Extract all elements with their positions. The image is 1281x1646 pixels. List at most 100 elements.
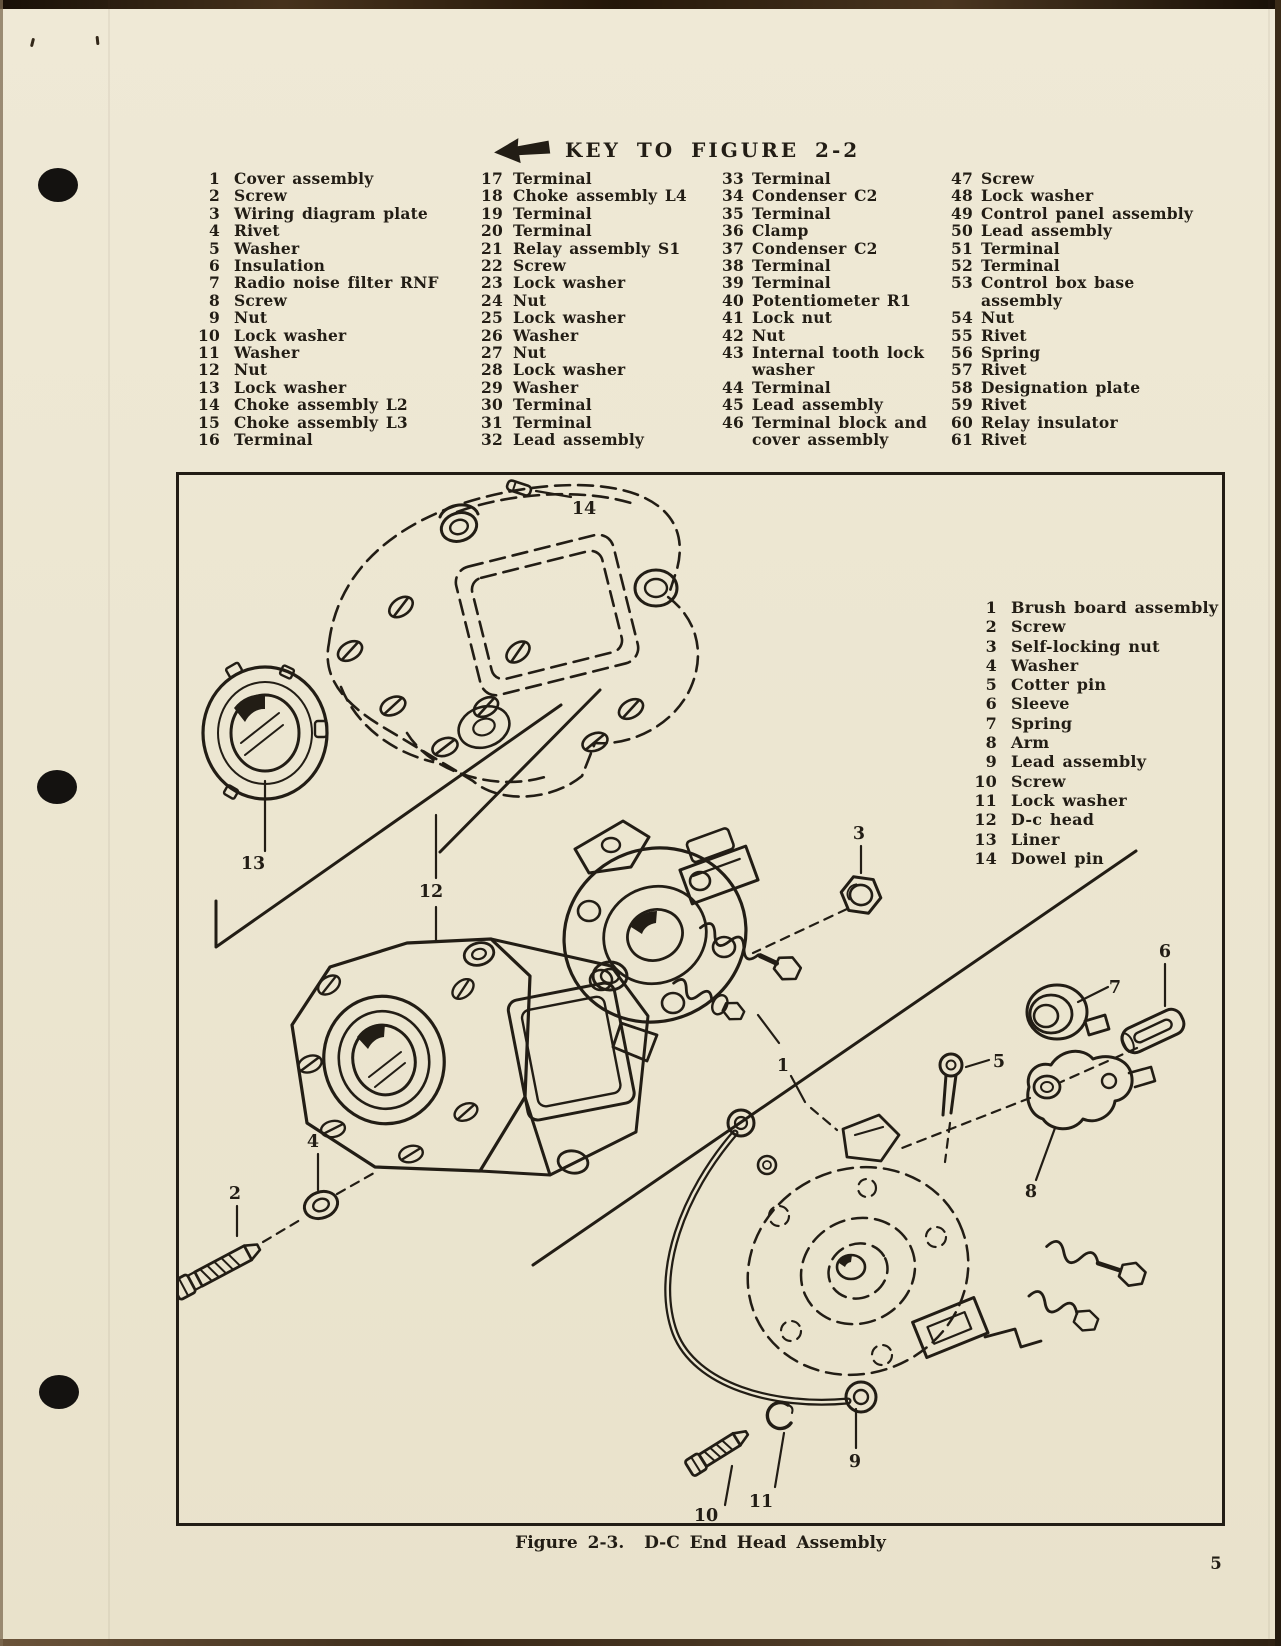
sleeve-drawing: [1120, 1007, 1186, 1055]
brush-board-drawing: [562, 819, 803, 1063]
key-item-number: 45: [722, 395, 744, 415]
key-item-number: 40: [722, 290, 744, 310]
key-item: 48 Lock washer: [920, 186, 1193, 206]
ink-mark: [95, 35, 100, 46]
key-item: 60 Relay insulator: [920, 412, 1193, 432]
figure-key-item-number: 8: [985, 733, 997, 753]
key-item-number: 49: [951, 203, 973, 223]
key-item-label-line: Screw: [981, 169, 1035, 188]
construction-lines: [214, 688, 1138, 1267]
key-item-number: 50: [951, 221, 973, 241]
key-item-number: 41: [722, 308, 744, 328]
key-item: 23 Lock washer: [455, 274, 687, 292]
key-item-number: 58: [951, 377, 973, 397]
key-item-label: Lock washer: [234, 325, 347, 345]
callout-label: 1: [777, 1056, 789, 1076]
key-item-label: Nut: [234, 308, 268, 328]
callout-leaders: [235, 489, 1167, 1507]
key-item-number: 60: [951, 412, 973, 432]
key-item-number: 6: [209, 256, 220, 276]
key-item-number: 9: [209, 308, 220, 328]
callout-label: 12: [419, 882, 443, 902]
paper-crease: [1268, 0, 1270, 1646]
key-item-label: Nut: [981, 309, 1014, 327]
key-item-label-line: Nut: [234, 360, 268, 380]
key-item-label: Cover assembly: [234, 170, 373, 188]
key-item-label: Terminal: [752, 204, 831, 222]
key-item-label-line: Terminal: [234, 430, 313, 450]
key-item: 33 Terminal: [690, 170, 927, 188]
key-item-label: Spring: [981, 344, 1040, 362]
key-item-label: Terminal: [513, 222, 592, 240]
key-item-number: 32: [481, 430, 503, 450]
key-item-number: 27: [481, 343, 503, 363]
key-item-label: Rivet: [981, 431, 1027, 449]
key-item-label-line: Radio noise filter RNF: [234, 273, 439, 293]
key-item-label-line: Terminal: [752, 377, 831, 397]
screw-slot-marks: [336, 595, 645, 758]
key-item-number: 20: [481, 221, 503, 241]
figure-key-item-label: Lock washer: [1011, 790, 1127, 810]
callout-label: 8: [1025, 1182, 1037, 1202]
key-item-number: 17: [481, 169, 503, 188]
scan-edge-bottom: [0, 1639, 1281, 1646]
key-item-number: 31: [481, 412, 503, 432]
key-item-label: Nut: [234, 360, 268, 380]
key-item-label-line: Choke assembly L4: [513, 186, 687, 206]
key-item-number: 4: [209, 221, 220, 241]
key-item-label: Condenser C2: [752, 239, 878, 257]
key-item-label: Nut: [752, 326, 785, 344]
key-item-label-line: Lock washer: [234, 325, 347, 345]
paper-crease: [108, 0, 110, 1646]
key-item-label: Rivet: [234, 222, 280, 240]
key-item-label: Terminal: [513, 413, 592, 431]
key-item: 8 Screw: [180, 291, 439, 309]
key-column-2: 17 Terminal 18 Choke assembly L4 19 Term…: [455, 170, 687, 449]
key-item-label: Screw: [234, 291, 287, 309]
key-item-label: Terminal: [752, 274, 831, 292]
key-item-label-line: Insulation: [234, 256, 326, 276]
key-item-label: Terminal: [513, 204, 592, 222]
key-item: 27 Nut: [455, 343, 687, 363]
key-item: 42 Nut: [690, 326, 927, 344]
figure-key-item-label: Self-locking nut: [1011, 636, 1160, 656]
key-item: 21 Relay assembly S1: [455, 239, 687, 257]
key-item-label-line: Rivet: [981, 395, 1027, 415]
key-item-label-line: Condenser C2: [752, 186, 878, 206]
key-item: 5 Washer: [180, 239, 439, 257]
key-item-number: 56: [951, 343, 973, 363]
key-item: 13 Lock washer: [180, 378, 439, 396]
key-item: 41 Lock nut: [690, 308, 927, 328]
callout-label: 6: [1159, 942, 1171, 962]
key-item: 50 Lead assembly: [920, 221, 1193, 241]
key-item-label-line: Lead assembly: [752, 395, 884, 415]
key-column-4: 47 Screw 48 Lock washer 49 Control panel…: [920, 170, 1193, 449]
key-item: 47 Screw: [920, 169, 1193, 188]
key-item: 61 Rivet: [920, 431, 1193, 449]
key-item: 58 Designation plate: [920, 377, 1193, 397]
key-item-number: 15: [198, 412, 220, 432]
key-item-label-line: Nut: [234, 308, 268, 328]
key-item-label: Terminal: [981, 239, 1060, 257]
key-item-label-line: Nut: [513, 343, 547, 363]
key-item-label-line: Lock washer: [981, 186, 1094, 206]
figure-key-item: 3 Self-locking nut: [950, 637, 1218, 656]
key-item-label-line: Rivet: [981, 360, 1027, 380]
key-item-label-line: Terminal: [513, 395, 592, 415]
key-item: 19 Terminal: [455, 204, 687, 222]
lower-assembly-phantom: [746, 1113, 1147, 1377]
key-item-label: Terminal: [234, 430, 313, 450]
figure-key-list: 1 Brush board assembly 2 Screw 3 Self-lo…: [950, 598, 1218, 868]
key-item-label-line: Terminal: [752, 256, 831, 276]
key-item-label-line: Relay insulator: [981, 412, 1118, 432]
figure-key-item-label: Screw: [1011, 771, 1066, 791]
figure-key-item: 5 Cotter pin: [950, 675, 1218, 694]
figure-key-item-number: 2: [985, 617, 997, 637]
key-item-label: Washer: [234, 344, 299, 362]
key-item: 9 Nut: [180, 308, 439, 328]
key-column-3: 33 Terminal 34 Condenser C2 35 Terminal …: [690, 170, 927, 449]
key-item-label: Lock washer: [981, 186, 1094, 206]
